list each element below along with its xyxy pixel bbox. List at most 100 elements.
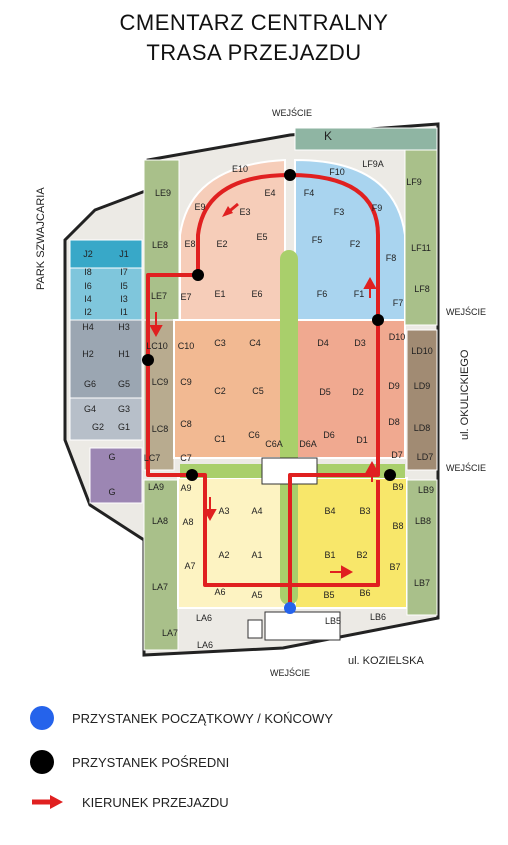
section-label-g2: G2: [92, 422, 104, 432]
zone-la: [143, 479, 179, 651]
zone-b: [294, 477, 408, 609]
section-label-g3: G3: [118, 404, 130, 414]
section-label-g6: G6: [84, 379, 96, 389]
zone-g-upper: [69, 397, 143, 441]
section-label-h3: H3: [118, 322, 130, 332]
section-label-b1: B1: [324, 550, 335, 560]
section-label-c6a: C6A: [265, 439, 283, 449]
legend-direction: KIERUNEK PRZEJAZDU: [30, 794, 229, 810]
section-label-e6: E6: [251, 289, 262, 299]
zone-a: [177, 477, 286, 609]
section-label-b2: B2: [356, 550, 367, 560]
stop-d7: [384, 469, 396, 481]
section-label-g5: G5: [118, 379, 130, 389]
zone-h: [69, 319, 143, 399]
section-label-f4: F4: [304, 188, 315, 198]
section-label-c7: C7: [180, 453, 192, 463]
section-label-g4: G4: [84, 404, 96, 414]
section-label-a6: A6: [214, 587, 225, 597]
section-label-la8: LA8: [152, 516, 168, 526]
section-label-c1: C1: [214, 434, 226, 444]
section-label-la6b: LA6: [197, 640, 213, 650]
stop-e7: [192, 269, 204, 281]
zone-j: [69, 239, 143, 269]
section-label-f10: F10: [329, 167, 345, 177]
section-label-e8: E8: [184, 239, 195, 249]
section-label-f1: F1: [354, 289, 365, 299]
section-label-a9: A9: [180, 483, 191, 493]
stop-e10: [284, 169, 296, 181]
section-label-d7: D7: [391, 450, 403, 460]
section-label-lb9: LB9: [418, 485, 434, 495]
legend-start-stop: PRZYSTANEK POCZĄTKOWY / KOŃCOWY: [30, 706, 333, 730]
section-label-la6: LA6: [196, 613, 212, 623]
section-label-c8: C8: [180, 419, 192, 429]
section-label-d8: D8: [388, 417, 400, 427]
section-label-lc8: LC8: [152, 424, 169, 434]
stop-c7: [186, 469, 198, 481]
section-label-b8: B8: [392, 521, 403, 531]
entrance-bottom: WEJŚCIE: [270, 667, 310, 678]
section-label-h1: H1: [118, 349, 130, 359]
section-label-lf9a: LF9A: [362, 159, 384, 169]
zone-c: [173, 319, 286, 459]
street-right: ul. OKULICKIEGO: [459, 349, 471, 440]
section-label-lc9: LC9: [152, 377, 169, 387]
section-label-e9: E9: [194, 202, 205, 212]
section-label-ld8: LD8: [414, 423, 431, 433]
blue-dot-icon: [30, 706, 54, 730]
section-label-i6: I6: [84, 281, 92, 291]
section-label-b7: B7: [389, 562, 400, 572]
zone-i: [69, 267, 143, 321]
section-label-i7: I7: [120, 267, 128, 277]
section-label-g_b: G: [108, 487, 115, 497]
section-label-ld7: LD7: [417, 452, 434, 462]
central-alley: [280, 250, 298, 605]
section-label-b9: B9: [392, 482, 403, 492]
street-bottom: ul. KOZIELSKA: [348, 655, 424, 667]
section-label-lb8: LB8: [415, 516, 431, 526]
section-label-j2: J2: [83, 249, 93, 259]
section-label-a7: A7: [184, 561, 195, 571]
section-label-f9: F9: [372, 203, 383, 213]
stop-lc10: [142, 354, 154, 366]
cemetery-map: PARK SZWAJCARIA ul. OKULICKIEGO ul. KOZI…: [35, 107, 486, 678]
section-label-lb7: LB7: [414, 578, 430, 588]
section-label-a5: A5: [251, 590, 262, 600]
section-label-ld9: LD9: [414, 381, 431, 391]
section-label-i4: I4: [84, 294, 92, 304]
direction-arrows: [149, 202, 379, 579]
section-label-lb6: LB6: [370, 612, 386, 622]
section-label-e3: E3: [239, 207, 250, 217]
zone-g-lower: [89, 447, 143, 504]
section-label-la7b: LA7: [162, 628, 178, 638]
black-dot-icon: [30, 750, 54, 774]
section-label-e4: E4: [264, 188, 275, 198]
section-label-c10: C10: [178, 341, 195, 351]
section-label-lf9: LF9: [406, 177, 422, 187]
section-label-f5: F5: [312, 235, 323, 245]
section-label-c2: C2: [214, 386, 226, 396]
section-label-g1: G1: [118, 422, 130, 432]
section-label-a1: A1: [251, 550, 262, 560]
section-label-f3: F3: [334, 207, 345, 217]
section-label-c3: C3: [214, 338, 226, 348]
stop-f7: [372, 314, 384, 326]
section-label-a8: A8: [182, 517, 193, 527]
section-label-lb5: LB5: [325, 616, 341, 626]
section-label-f2: F2: [350, 239, 361, 249]
entrance-top: WEJŚCIE: [272, 107, 312, 118]
section-label-d1: D1: [356, 435, 368, 445]
building-main: [264, 611, 341, 641]
stop-start: [284, 602, 296, 614]
section-label-la9: LA9: [148, 482, 164, 492]
section-label-b4: B4: [324, 506, 335, 516]
section-label-i8: I8: [84, 267, 92, 277]
building-small: [247, 619, 263, 639]
street-left: PARK SZWAJCARIA: [35, 187, 47, 290]
section-label-la7a: LA7: [152, 582, 168, 592]
zone-k: [294, 127, 438, 151]
section-label-h4: H4: [82, 322, 94, 332]
section-label-a2: A2: [218, 550, 229, 560]
